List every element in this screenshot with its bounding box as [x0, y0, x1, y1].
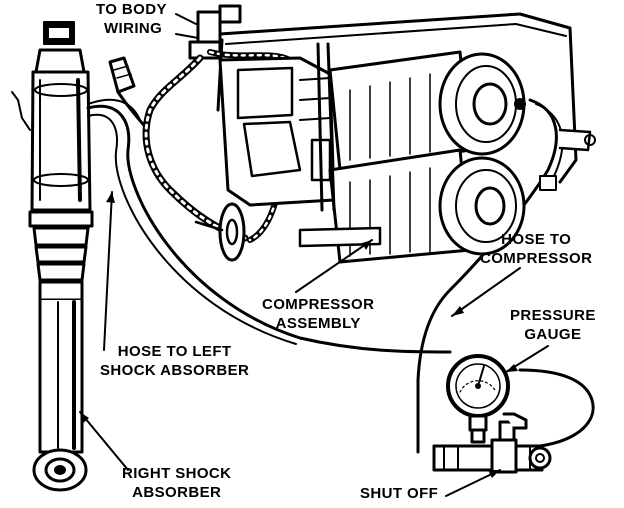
- compressor-assembly-drawing: [216, 12, 596, 264]
- shut-off-valve-drawing: [432, 412, 552, 474]
- label-right-shock-absorber-line-2: ABSORBER: [132, 484, 222, 501]
- label-hose-to-left-shock-line-1: HOSE TO LEFT: [117, 343, 232, 360]
- label-hose-to-compressor-line-1: HOSE TO: [501, 231, 572, 248]
- label-hose-to-compressor-line-2: COMPRESSOR: [480, 250, 593, 267]
- label-to-body-wiring: TO BODY WIRING: [96, 0, 167, 38]
- label-right-shock-absorber-line-1: RIGHT SHOCK: [122, 465, 232, 482]
- label-compressor-assembly: COMPRESSOR ASSEMBLY: [262, 295, 374, 333]
- label-hose-to-left-shock-line-2: SHOCK ABSORBER: [100, 362, 250, 379]
- label-pressure-gauge-line-2: GAUGE: [524, 326, 582, 343]
- label-shut-off: SHUT OFF: [360, 485, 439, 502]
- pressure-gauge-drawing: [446, 354, 510, 444]
- label-to-body-wiring-line-1: TO BODY: [96, 1, 167, 18]
- label-hose-to-compressor: HOSE TO COMPRESSOR: [480, 230, 592, 268]
- label-compressor-assembly-line-2: ASSEMBLY: [275, 315, 361, 332]
- label-pressure-gauge: PRESSURE GAUGE: [510, 306, 596, 344]
- right-shock-absorber-drawing: [11, 21, 94, 492]
- label-pressure-gauge-line-1: PRESSURE: [510, 307, 596, 324]
- label-right-shock-absorber: RIGHT SHOCK ABSORBER: [122, 464, 231, 502]
- arrowheads: [80, 192, 518, 478]
- label-compressor-assembly-line-1: COMPRESSOR: [262, 296, 375, 313]
- leader-lines: [79, 13, 549, 497]
- label-to-body-wiring-line-2: WIRING: [104, 20, 163, 37]
- label-hose-to-left-shock: HOSE TO LEFT SHOCK ABSORBER: [100, 342, 249, 380]
